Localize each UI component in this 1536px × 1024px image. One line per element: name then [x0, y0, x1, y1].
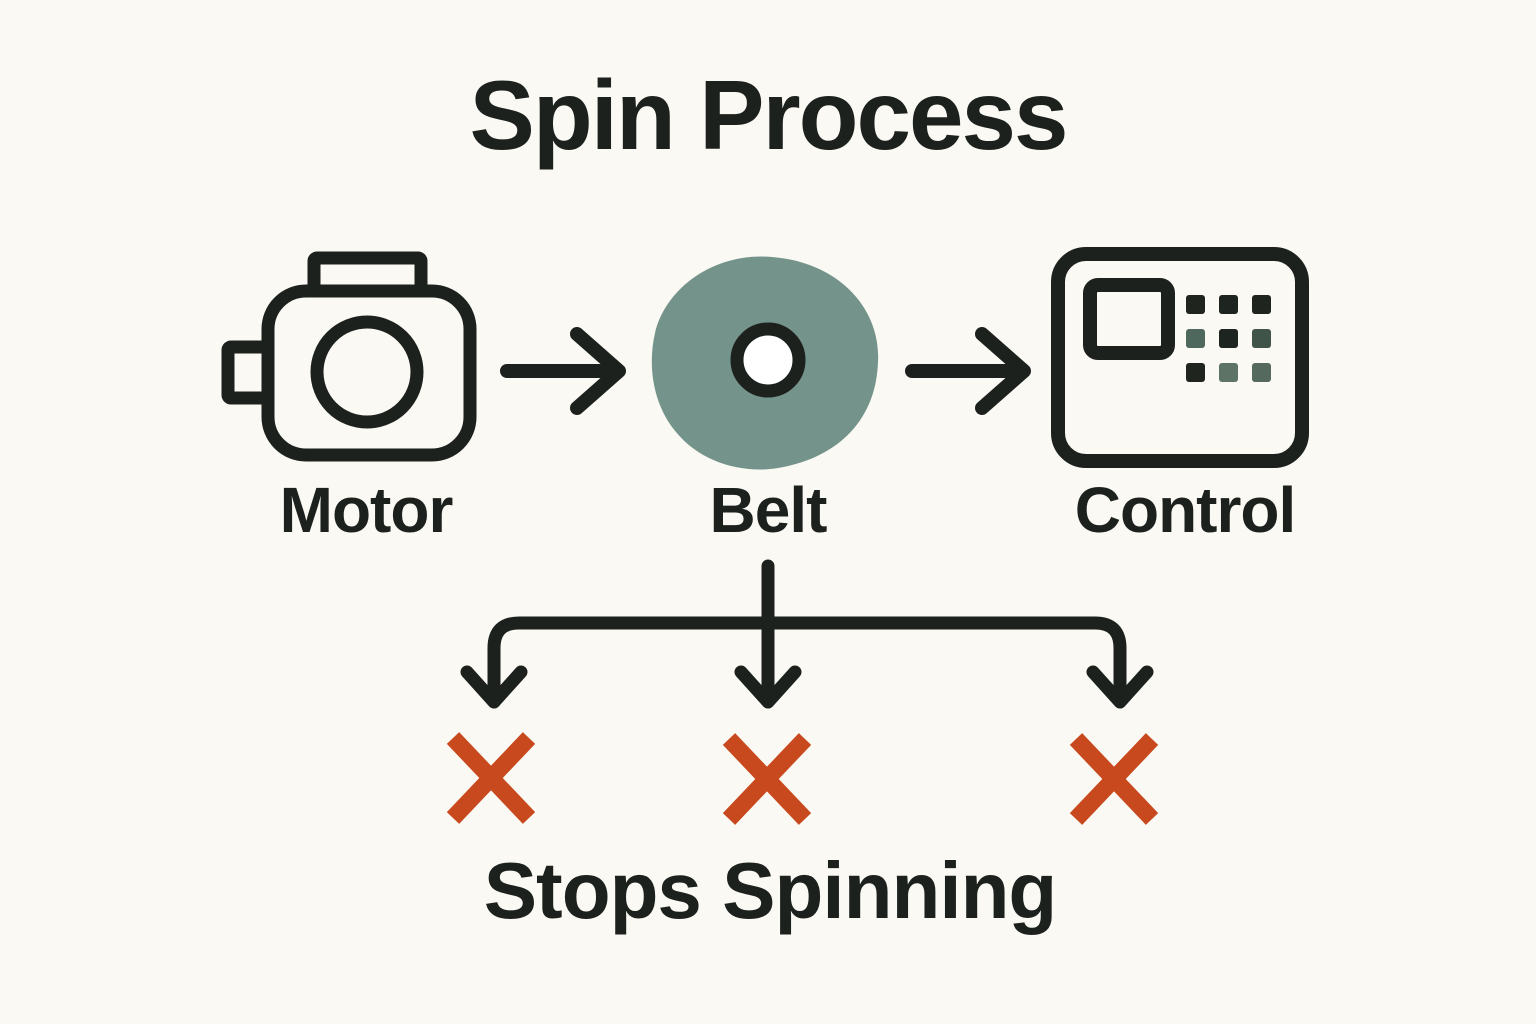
control-panel-shape	[1051, 247, 1309, 468]
arrow-head	[975, 327, 1031, 415]
diagram-title: Spin Process	[469, 60, 1069, 170]
control-keypad-grid	[1186, 295, 1271, 382]
x-mark-icon-2	[722, 733, 812, 825]
keypad-cell	[1252, 363, 1271, 382]
keypad-cell	[1219, 295, 1238, 314]
keypad-cell	[1186, 295, 1205, 314]
x-marks	[446, 732, 1159, 825]
belt-icon	[651, 256, 879, 470]
branch-crossbar	[487, 616, 1127, 705]
outcome-label: Stops Spinning	[483, 846, 1058, 935]
arrow-down-icon-center	[734, 665, 802, 709]
arrow-right-icon-belt-control	[905, 327, 1031, 415]
x-mark-icon-3	[1069, 733, 1159, 825]
motor-body-shape	[261, 284, 477, 462]
arrow-head	[570, 327, 626, 415]
motor-hub-shape	[310, 315, 424, 429]
keypad-cell	[1252, 295, 1271, 314]
arrow-down-icon-right	[1086, 665, 1154, 709]
arrow-right-icon-motor-belt	[500, 327, 626, 415]
x-mark-icon-1	[446, 732, 536, 824]
branch-connector	[460, 559, 1154, 709]
control-icon	[1051, 247, 1309, 468]
belt-hole-shape	[730, 322, 806, 398]
keypad-cell	[1186, 329, 1205, 348]
belt-label: Belt	[709, 474, 828, 546]
arrow-down-icon-left	[460, 665, 528, 709]
keypad-cell	[1219, 329, 1238, 348]
control-label: Control	[1074, 474, 1296, 546]
keypad-cell	[1252, 329, 1271, 348]
keypad-cell	[1219, 363, 1238, 382]
motor-label: Motor	[279, 474, 454, 546]
control-display-shape	[1083, 278, 1175, 360]
keypad-cell	[1186, 363, 1205, 382]
motor-icon	[221, 251, 477, 462]
